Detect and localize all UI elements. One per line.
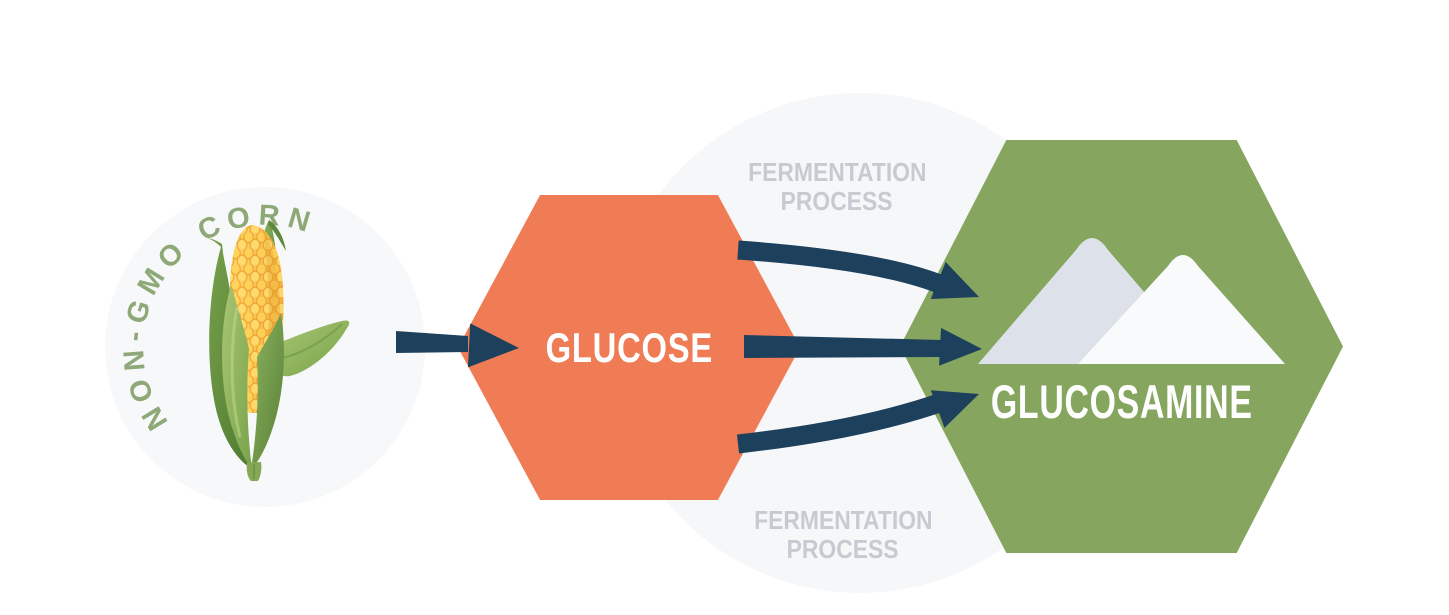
- fermentation-label-bottom-line2: PROCESS: [787, 534, 899, 564]
- glucosamine-hexagon: GLUCOSAMINE: [900, 140, 1343, 553]
- fermentation-label-top-line2: PROCESS: [781, 186, 893, 216]
- glucose-label: GLUCOSE: [545, 323, 713, 371]
- mountain-front-peak: [1078, 255, 1285, 364]
- corn-husk-front-right: [251, 313, 284, 469]
- corn-illustration: [202, 220, 350, 481]
- source-corn-circle: NON-GMO CORN: [105, 187, 425, 507]
- mountain-icon: [978, 238, 1285, 364]
- fermentation-label-bottom-line1: FERMENTATION: [753, 505, 933, 535]
- fermentation-label-top: FERMENTATION PROCESS: [727, 158, 947, 216]
- fermentation-label-top-line1: FERMENTATION: [747, 157, 927, 187]
- corn-leaf-curl-tip: [268, 220, 286, 251]
- corn-leaf-flare-vein: [277, 323, 343, 360]
- glucosamine-label: GLUCOSAMINE: [990, 375, 1253, 428]
- corn-husk-highlight: [230, 306, 242, 438]
- fermentation-label-bottom: FERMENTATION PROCESS: [733, 506, 953, 564]
- corn-husk-front-left: [222, 285, 252, 469]
